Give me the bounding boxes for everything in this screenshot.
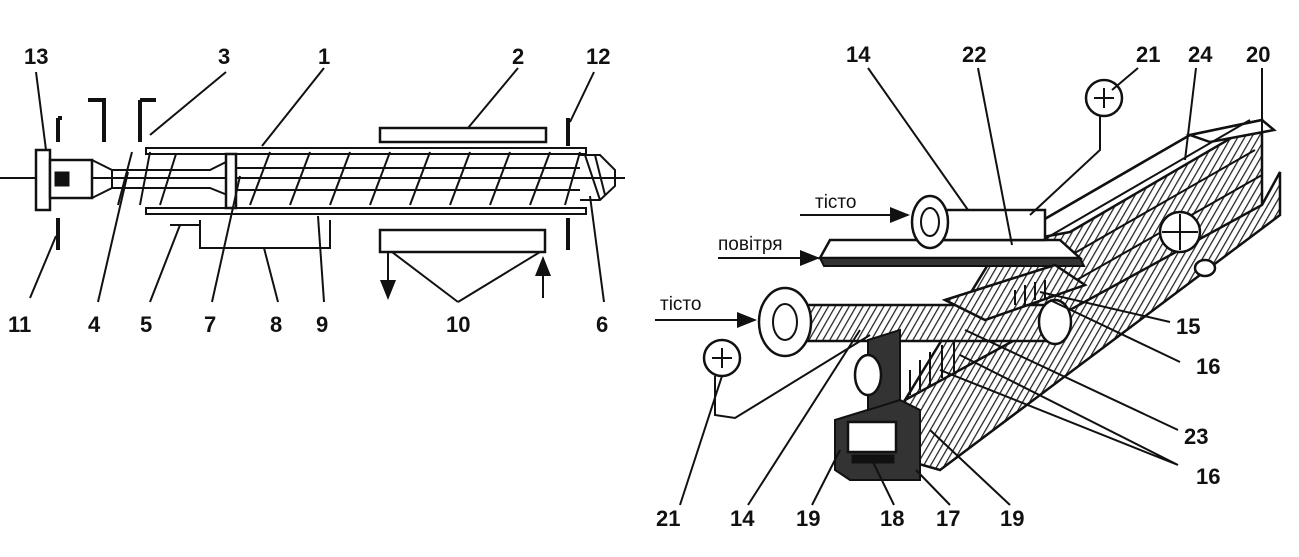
label-18: 18 [880, 506, 904, 531]
label-4: 4 [88, 312, 101, 337]
label-16-top: 16 [1196, 354, 1220, 379]
leader-15 [1039, 291, 1171, 323]
air-duct-edge [818, 257, 1086, 267]
dough-inlet-bottom-inner [772, 303, 798, 341]
leader-19-left [811, 449, 841, 506]
leader-22 [977, 67, 1013, 246]
label-24: 24 [1188, 42, 1213, 67]
pins-23 [909, 340, 955, 395]
label-21-bottom: 21 [656, 506, 680, 531]
label-22: 22 [962, 42, 986, 67]
leader-14-top [867, 67, 969, 211]
leader-12 [569, 71, 595, 123]
leader-6 [589, 195, 605, 303]
coupling-key [54, 171, 70, 187]
leader-4 [97, 171, 129, 303]
leader-5 [149, 224, 181, 303]
leader-9 [317, 215, 325, 303]
label-20: 20 [1246, 42, 1270, 67]
leader-3 [149, 71, 227, 136]
valve-right-cross [1162, 214, 1198, 250]
label-6: 6 [596, 312, 608, 337]
label-19-left: 19 [796, 506, 820, 531]
label-13: 13 [24, 44, 48, 69]
label-23: 23 [1184, 424, 1208, 449]
cooler-10 [378, 228, 547, 254]
barrel-bottom [145, 207, 587, 215]
leader-10 [391, 251, 541, 303]
leader-13 [35, 71, 47, 151]
leader-14-bottom [747, 329, 861, 506]
label-10: 10 [446, 312, 470, 337]
word-dough-left: тісто [660, 294, 701, 315]
leader-16-bottom [939, 354, 1179, 466]
label-7: 7 [204, 312, 216, 337]
coupling-body [48, 158, 94, 200]
gauge-21-top-dial [1094, 88, 1114, 108]
dough-tube-top [928, 208, 1047, 242]
label-8: 8 [270, 312, 282, 337]
leader-18 [871, 459, 895, 506]
shaft-neck [91, 159, 113, 199]
nozzle-right [1193, 258, 1217, 278]
label-5: 5 [140, 312, 152, 337]
dough-inlet-top-inner [920, 207, 940, 237]
label-2: 2 [512, 44, 524, 69]
label-12: 12 [586, 44, 610, 69]
coupling-flange [34, 148, 52, 212]
label-16-bottom: 16 [1196, 464, 1220, 489]
label-3: 3 [218, 44, 230, 69]
leader-21-bottom [679, 375, 723, 506]
air-duct-22 [817, 238, 1084, 260]
label-9: 9 [316, 312, 328, 337]
pump-disk [853, 353, 883, 397]
leader-24 [1184, 67, 1197, 161]
label-1: 1 [318, 44, 330, 69]
leader-8 [263, 247, 279, 303]
die-cross [584, 154, 606, 201]
hopper-right-wall [138, 98, 156, 142]
mixing-pins-16 [1014, 280, 1046, 305]
dough-outlet-bottom [1037, 298, 1073, 346]
word-dough-top: тісто [815, 192, 856, 213]
label-21-top: 21 [1136, 42, 1160, 67]
leader-23 [964, 329, 1179, 431]
label-14-top: 14 [846, 42, 871, 67]
heater-2 [378, 126, 548, 144]
dough-inlet-top [910, 194, 950, 250]
leader-11 [29, 235, 57, 299]
label-17: 17 [936, 506, 960, 531]
extruder-section-view: 13 3 1 2 12 11 4 5 7 8 9 10 6 [0, 44, 625, 337]
leader-7 [211, 175, 241, 303]
hopper-left-wall [56, 98, 106, 142]
leader-2 [467, 67, 519, 129]
leader-16-top [1049, 299, 1181, 363]
jacket-8 [199, 220, 331, 249]
die-6 [580, 154, 616, 201]
word-air: повітря [718, 234, 783, 255]
label-14-bottom: 14 [730, 506, 755, 531]
label-19-right: 19 [1000, 506, 1024, 531]
label-15: 15 [1176, 314, 1200, 339]
screw-flights [117, 151, 581, 206]
dough-inlet-bottom [757, 286, 813, 358]
leader-1 [261, 67, 325, 147]
barrel-top [145, 147, 587, 155]
leader-21-top [1111, 67, 1139, 91]
leader-19-right [929, 429, 1011, 506]
gauge-21-top-pipe [1029, 116, 1101, 216]
frame-window-19 [846, 420, 898, 454]
gauge-21-bottom-dial [712, 348, 732, 368]
aerator-isometric-view: тісто повітря тісто 14 22 21 24 20 15 16… [655, 42, 1282, 531]
seal-ring-7 [224, 152, 238, 210]
leader-17 [915, 469, 951, 506]
label-11: 11 [8, 312, 31, 337]
